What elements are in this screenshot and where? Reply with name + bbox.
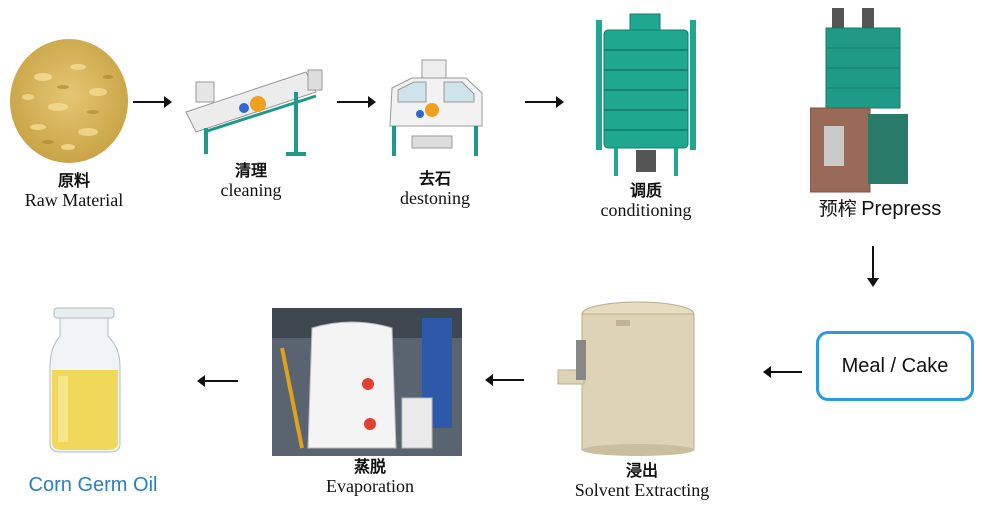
evaporation-image <box>272 308 462 456</box>
step-zh: 蒸脱 <box>353 457 386 476</box>
arrow-left-icon <box>484 373 526 387</box>
step-en: Solvent Extracting <box>574 480 710 501</box>
arrow-down-icon <box>866 244 880 288</box>
oil-label: Corn Germ Oil <box>28 474 158 496</box>
step-zh: 浸出 <box>625 461 658 480</box>
step-label-solvent-extracting: 浸出 Solvent Extracting <box>554 461 730 501</box>
step-en: Evaporation <box>326 476 414 497</box>
step-zh: 清理 <box>234 161 267 180</box>
step-zh: 预榨 <box>818 198 857 220</box>
step-en: cleaning <box>220 180 282 201</box>
solvent-extractor-image <box>556 300 706 456</box>
arrow-right-icon <box>335 95 377 109</box>
step-en: Raw Material <box>24 190 124 211</box>
meal-cake-box: Meal / Cake <box>816 331 974 401</box>
step-zh: 去石 <box>418 169 451 188</box>
step-label-raw-material: 原料 Raw Material <box>4 171 144 211</box>
step-label-prepress: 预榨 Prepress <box>800 198 960 221</box>
step-label-destoning: 去石 destoning <box>370 169 500 209</box>
arrow-left-icon <box>196 374 240 388</box>
step-label-cleaning: 清理 cleaning <box>186 161 316 201</box>
step-label-evaporation: 蒸脱 Evaporation <box>300 457 440 497</box>
conditioning-machine-image <box>590 10 702 182</box>
step-en: destoning <box>400 188 470 209</box>
prepress-machine-image <box>810 6 920 194</box>
step-zh: 原料 <box>57 171 90 190</box>
destoning-machine-image <box>382 58 490 164</box>
arrow-right-icon <box>523 95 565 109</box>
step-en: conditioning <box>600 200 692 221</box>
step-zh: 调质 <box>629 181 662 200</box>
oil-bottle-image <box>46 306 128 454</box>
arrow-right-icon <box>131 95 173 109</box>
cleaning-machine-image <box>176 62 332 162</box>
arrow-left-icon <box>762 365 804 379</box>
step-label-conditioning: 调质 conditioning <box>576 181 716 221</box>
meal-cake-label: Meal / Cake <box>841 354 949 377</box>
step-en: Prepress <box>861 198 942 220</box>
step-label-corn-germ-oil: Corn Germ Oil <box>0 474 186 497</box>
raw-material-image <box>8 37 130 165</box>
